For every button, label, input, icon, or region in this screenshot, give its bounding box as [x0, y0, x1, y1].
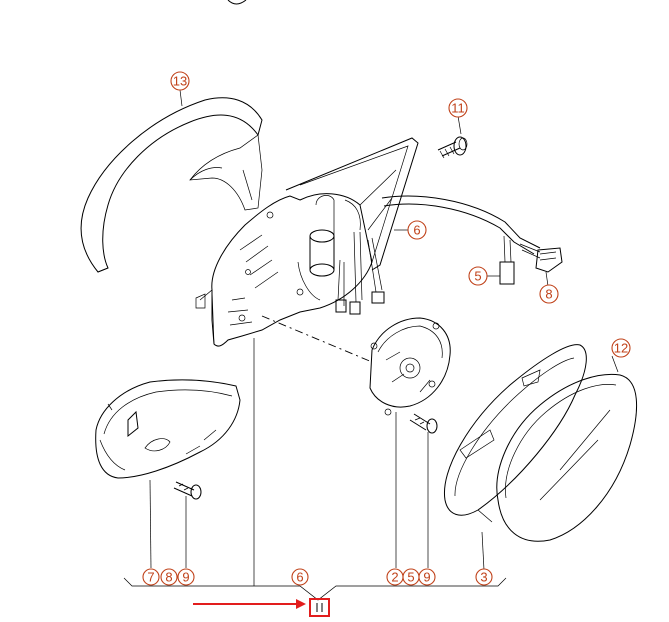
callout-11: 11 — [448, 98, 468, 118]
svg-text:13: 13 — [173, 74, 187, 89]
callout-6-top: 6 — [407, 220, 427, 240]
bolt-part-11 — [437, 136, 468, 159]
svg-text:11: 11 — [451, 101, 465, 116]
callout-2-bottom: 2 — [386, 568, 404, 586]
svg-text:7: 7 — [147, 570, 154, 585]
leader-13 — [179, 89, 183, 107]
highlight-box-icon — [309, 598, 330, 617]
callout-6-bottom: 6 — [291, 568, 309, 586]
svg-text:12: 12 — [614, 341, 628, 356]
lower-housing-part — [95, 379, 241, 479]
svg-text:8: 8 — [165, 570, 172, 585]
top-partial-shape — [227, 0, 247, 5]
callout-5-bottom: 5 — [402, 568, 420, 586]
callout-8-top: 8 — [539, 284, 559, 304]
leader-3 — [481, 531, 485, 571]
callout-9-bottom-right: 9 — [418, 568, 436, 586]
mirror-bracket-part — [195, 137, 419, 347]
mirror-carrier-part — [443, 344, 587, 523]
svg-text:2: 2 — [391, 570, 398, 585]
leader-12 — [611, 355, 619, 373]
svg-text:9: 9 — [423, 570, 430, 585]
leader-8-top — [545, 271, 549, 287]
cable-harness-part — [381, 195, 563, 285]
mirror-cap-part — [80, 97, 263, 273]
svg-text:5: 5 — [407, 570, 414, 585]
bottom-leaders — [149, 338, 429, 586]
callout-12: 12 — [611, 338, 631, 358]
arrow-right-icon — [193, 599, 306, 609]
alignment-line — [261, 315, 373, 363]
svg-text:3: 3 — [480, 570, 487, 585]
callout-5-top: 5 — [468, 266, 488, 286]
svg-text:5: 5 — [474, 269, 481, 284]
mirror-glass-part — [496, 373, 638, 542]
callout-13: 13 — [170, 71, 190, 91]
tick-7 — [107, 403, 113, 411]
callout-8-bottom: 8 — [160, 568, 178, 586]
callout-7-bottom: 7 — [142, 568, 160, 586]
svg-text:9: 9 — [182, 570, 189, 585]
svg-text:6: 6 — [413, 223, 420, 238]
leader-11 — [457, 115, 462, 135]
adjuster-motor-part — [369, 317, 451, 416]
callout-3-bottom: 3 — [475, 568, 493, 586]
bolt-part-9-left — [173, 481, 202, 500]
svg-text:8: 8 — [545, 287, 552, 302]
callout-9-bottom-left: 9 — [177, 568, 195, 586]
bolt-part-9-right — [409, 413, 438, 434]
svg-text:6: 6 — [296, 570, 303, 585]
